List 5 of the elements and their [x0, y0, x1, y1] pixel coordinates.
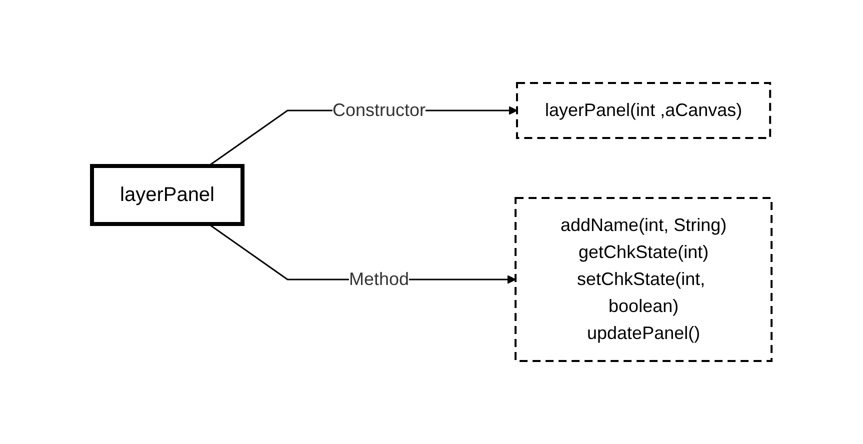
edge-label: Constructor [332, 100, 426, 120]
node-box: addName(int, String) getChkState(int) setChkState(int, boolean) updatePanel() [514, 197, 772, 362]
node-box: layerPanel [90, 164, 244, 226]
edge-label: Method [348, 269, 409, 289]
node-box: layerPanel(int ,aCanvas) [516, 82, 771, 139]
